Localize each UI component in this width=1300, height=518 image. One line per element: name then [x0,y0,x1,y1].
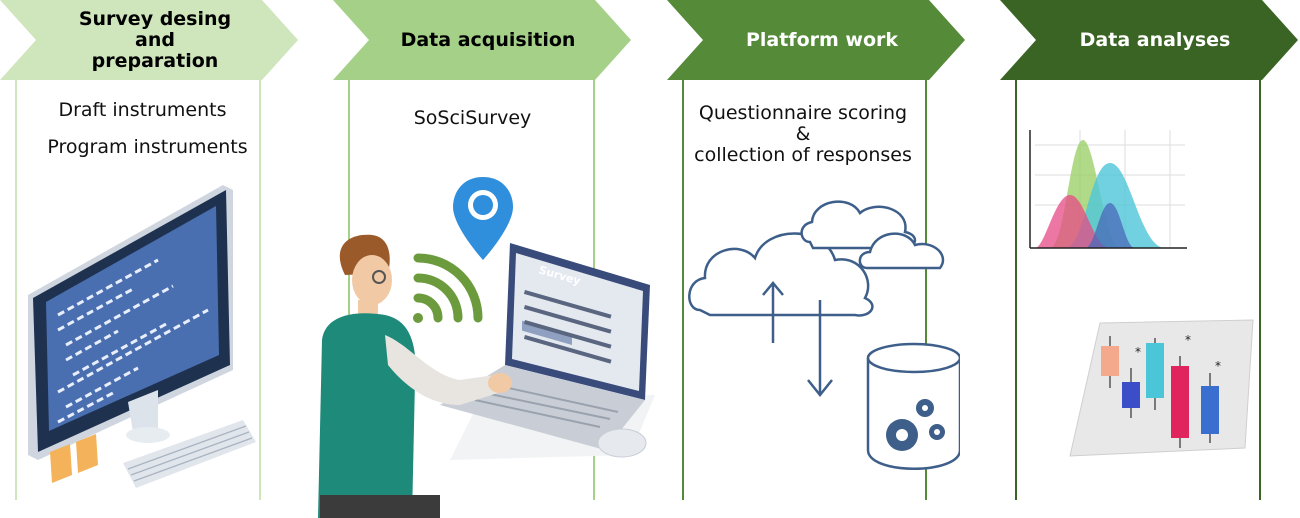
stage-2-header: Data acquisition [333,0,633,80]
density-plot-icon [1029,130,1187,249]
stage-4-title: Data analyses [1079,28,1231,51]
stage-3-header: Platform work [667,0,967,80]
outlier-star-1: * [1135,345,1141,359]
stage-1-arrow-shape [0,0,298,80]
stage-3-right-line [925,80,927,500]
soscisurvey-text: SoSciSurvey [413,107,532,129]
ampersand-text: & [795,123,811,145]
wifi-icon [413,253,483,323]
database-gears-icon [866,342,960,470]
outlier-star-3: * [1215,359,1221,373]
stage-4-right-line [1259,80,1261,500]
stage-4-arrow-shape [1000,0,1298,80]
person-at-laptop-icon: Survey [318,177,655,518]
stage-3-left-line [682,80,684,500]
stage-3-title: Platform work [745,28,899,51]
box-plot-icon: * * * [1069,319,1254,457]
cloud-icon-tiny [858,232,945,270]
stage-4-left-line [1015,80,1017,500]
stage-3-arrow-shape [667,0,965,80]
outlier-star-2: * [1185,333,1191,347]
desktop-computer-icon [28,185,256,488]
stage-1-right-line [259,80,261,500]
stage-4-header: Data analyses [1000,0,1300,80]
stage-2-left-line [348,80,350,500]
stage-2-title: Data acquisition [400,28,576,51]
cloud-icon [688,232,874,317]
location-pin-icon [453,177,513,260]
cloud-network-icon [688,200,960,470]
program-instruments-text: Program instruments [47,136,248,158]
questionnaire-scoring-text: Questionnaire scoring [698,102,908,124]
collection-of-responses-text: collection of responses [694,144,912,166]
stage-2-arrow-shape [333,0,631,80]
stage-1-left-line [15,80,17,500]
draft-instruments-text: Draft instruments [58,99,227,121]
